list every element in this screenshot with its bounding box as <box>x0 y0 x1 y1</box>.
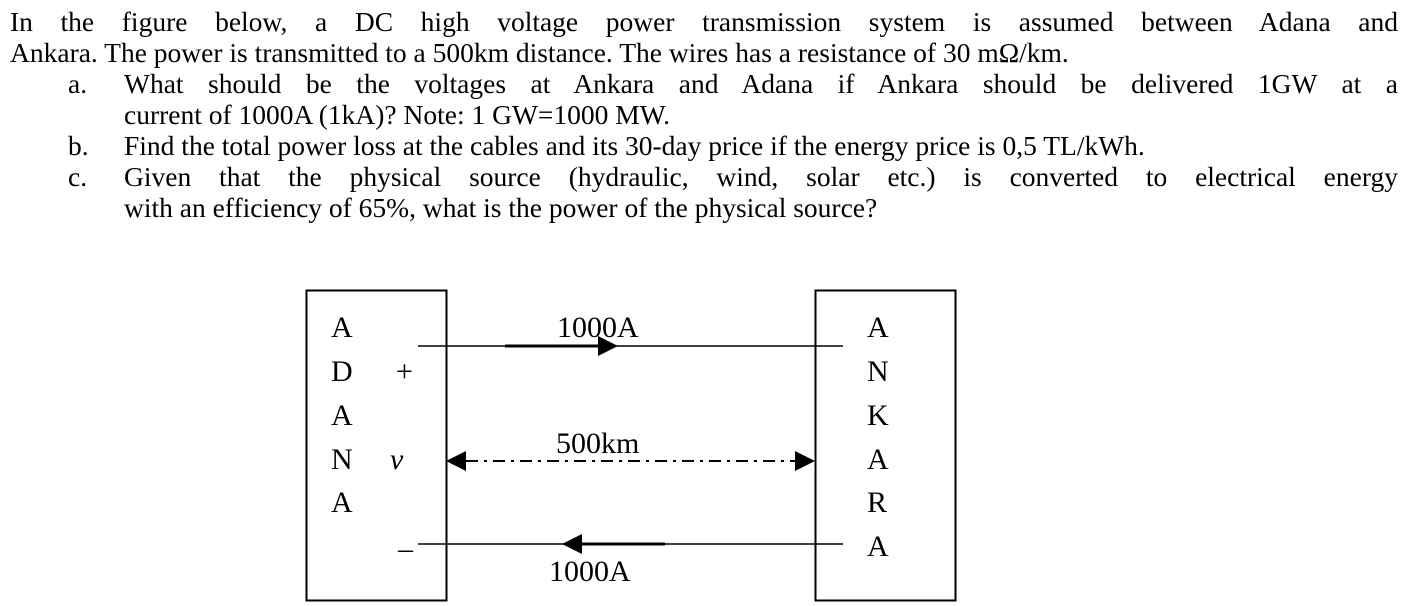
question-item-b: b. Find the total power loss at the cabl… <box>10 130 1398 161</box>
bottom-current-label: 1000A <box>549 555 631 588</box>
problem-text: In the figure below, a DC high voltage p… <box>10 6 1398 223</box>
question-item-c: c. Given that the physical source (hydra… <box>10 161 1398 223</box>
adana-letter: N <box>331 443 353 476</box>
intro-line-2: Ankara. The power is transmitted to a 50… <box>10 37 1069 68</box>
ankara-letter: A <box>867 311 889 344</box>
voltage-label: v <box>390 443 404 476</box>
intro-line-1: In the figure below, a DC high voltage p… <box>10 6 1398 37</box>
adana-letter: A <box>331 399 353 432</box>
adana-box <box>305 289 448 602</box>
question-item-a: a. What should be the voltages at Ankara… <box>10 68 1398 130</box>
question-letter: b. <box>68 130 89 161</box>
minus-terminal-label: – <box>397 532 414 565</box>
question-text-line-2: current of 1000A (1kA)? Note: 1 GW=1000 … <box>124 99 671 130</box>
question-text-line-1: Find the total power loss at the cables … <box>124 130 1145 161</box>
adana-letter: A <box>331 486 353 519</box>
question-text-line-2: with an efficiency of 65%, what is the p… <box>124 192 878 223</box>
question-letter: c. <box>68 161 88 192</box>
ankara-letter: A <box>867 530 889 563</box>
adana-letter: A <box>331 311 353 344</box>
distance-label: 500km <box>556 427 639 460</box>
plus-terminal-label: + <box>396 355 413 388</box>
ankara-letter: N <box>867 355 889 388</box>
ankara-letter: R <box>867 486 887 519</box>
top-current-arrow-icon <box>598 336 618 356</box>
distance-arrow-right-icon <box>795 451 815 471</box>
question-list: a. What should be the voltages at Ankara… <box>10 68 1398 223</box>
bottom-current-arrow-icon <box>562 534 582 554</box>
ankara-letter: A <box>867 443 889 476</box>
question-text-line-1: Given that the physical source (hydrauli… <box>124 161 1398 192</box>
ankara-letter: K <box>867 399 889 432</box>
adana-letter: D <box>331 355 353 388</box>
distance-arrow-left-icon <box>446 451 466 471</box>
question-text-line-1: What should be the voltages at Ankara an… <box>124 68 1398 99</box>
ankara-box <box>814 289 957 602</box>
top-current-label: 1000A <box>557 311 639 344</box>
problem-intro: In the figure below, a DC high voltage p… <box>10 6 1398 68</box>
question-letter: a. <box>68 68 88 99</box>
